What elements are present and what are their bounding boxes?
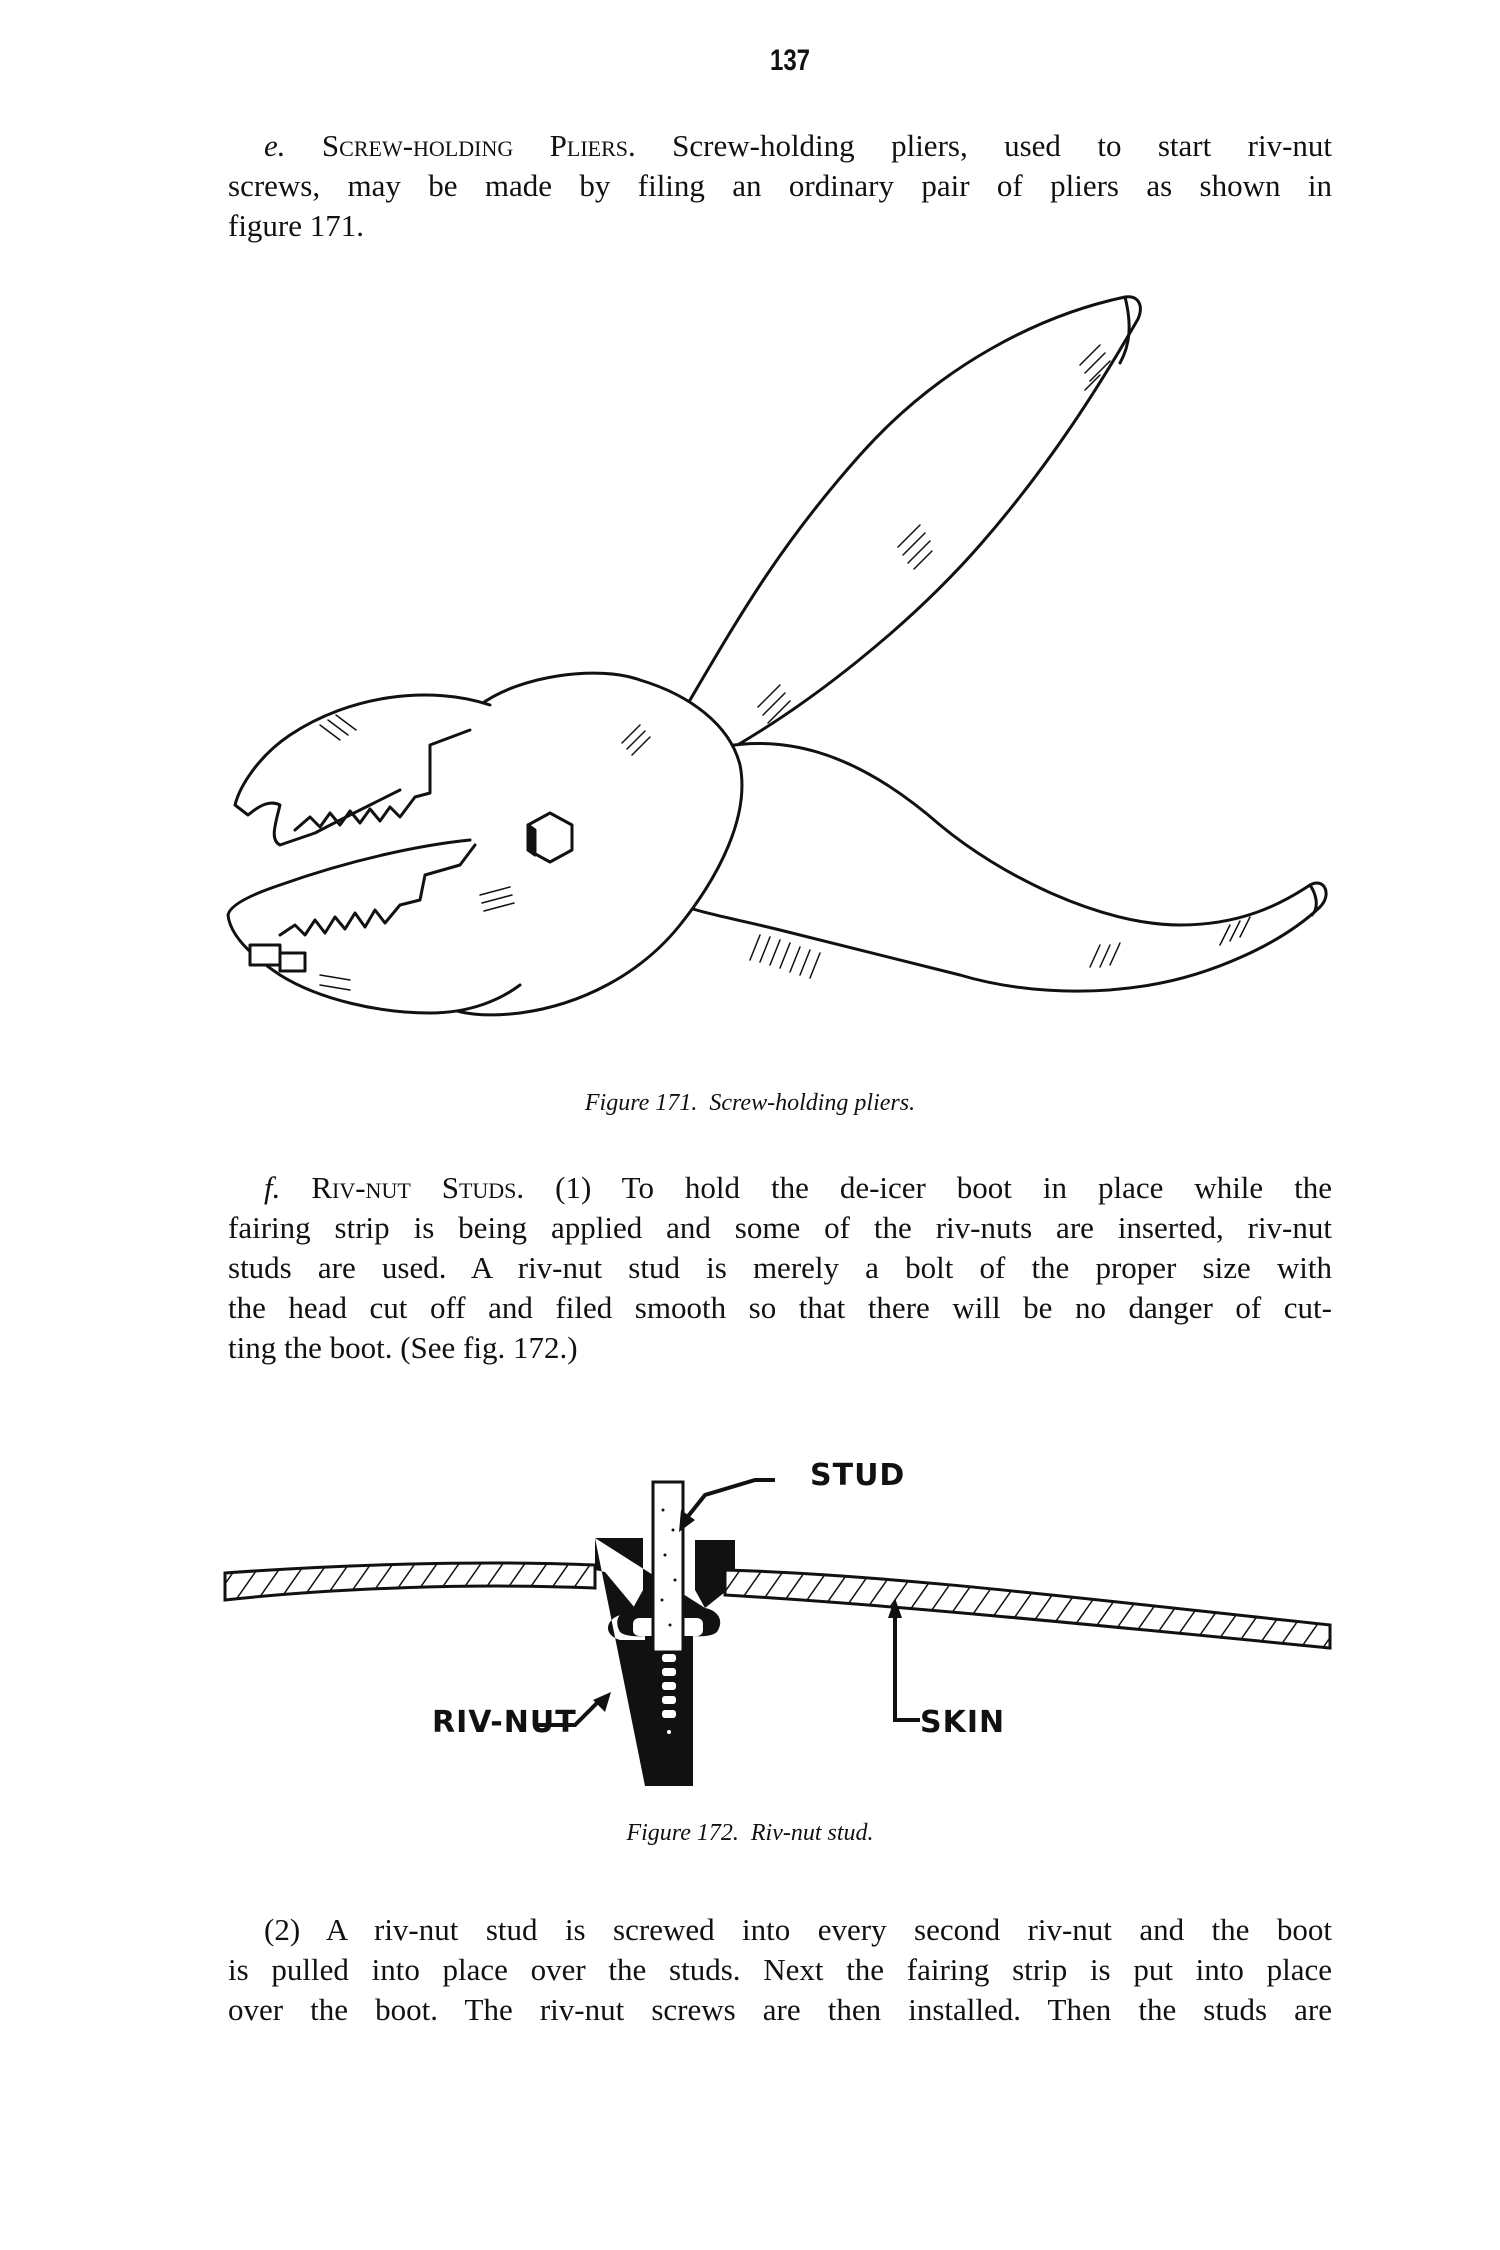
figure-171-text: Screw-holding pliers. xyxy=(709,1090,916,1116)
section-f-line-4: the head cut off and filed smooth so tha… xyxy=(228,1290,1332,1325)
section-f-letter: f. xyxy=(264,1170,281,1205)
section-e-line-2: screws, may be made by filing an ordinar… xyxy=(228,168,1332,203)
section-f-heading: Riv-nut Studs. xyxy=(311,1170,525,1205)
section-f-line-1: f. Riv-nut Studs. (1) To hold the de-ice… xyxy=(228,1168,1332,1208)
skin-right xyxy=(723,1568,1332,1650)
skin-left xyxy=(223,1561,597,1602)
skin-label: SKIN xyxy=(920,1705,1006,1740)
section-e-text-1: Screw-holding pliers, used to start riv-… xyxy=(672,128,1332,163)
figure-171-number: Figure 171. xyxy=(584,1090,698,1116)
figure-172-caption: Figure 172. Riv-nut stud. xyxy=(0,1820,1500,1847)
pliers-illustration xyxy=(226,295,1328,1017)
rivnut-stud-diagram xyxy=(223,1478,1332,1786)
section-e-heading: Screw-holding Pliers. xyxy=(321,128,636,163)
section-f-paragraph: f. Riv-nut Studs. (1) To hold the de-ice… xyxy=(228,1168,1332,1368)
section-e-line-3: figure 171. xyxy=(228,208,365,243)
figure-171-caption: Figure 171. Screw-holding pliers. xyxy=(0,1090,1500,1117)
section-f2-paragraph: (2) A riv-nut stud is screwed into every… xyxy=(228,1910,1332,2030)
section-f-line-3: studs are used. A riv-nut stud is merely… xyxy=(228,1250,1332,1285)
section-f2-line-2: is pulled into place over the studs. Nex… xyxy=(228,1952,1332,1987)
section-f-text-1: (1) To hold the de-icer boot in place wh… xyxy=(555,1170,1333,1205)
section-f-line-2: fairing strip is being applied and some … xyxy=(228,1210,1332,1245)
figure-172-number: Figure 172. xyxy=(626,1820,739,1846)
section-e-letter: e. xyxy=(264,128,286,163)
section-f2-line-3: over the boot. The riv-nut screws are th… xyxy=(228,1992,1332,2027)
figure-172-text: Riv-nut stud. xyxy=(750,1820,874,1846)
section-e-line-1: e. Screw-holding Pliers. Screw-holding p… xyxy=(228,126,1332,166)
section-f2-line-1: (2) A riv-nut stud is screwed into every… xyxy=(264,1912,1332,1947)
section-f-line-5: ting the boot. (See fig. 172.) xyxy=(228,1330,578,1365)
stud-label: STUD xyxy=(810,1458,906,1493)
rivnut-label: RIV-NUT xyxy=(432,1705,577,1740)
section-e-paragraph: e. Screw-holding Pliers. Screw-holding p… xyxy=(228,126,1332,246)
page-number: 137 xyxy=(769,44,811,77)
